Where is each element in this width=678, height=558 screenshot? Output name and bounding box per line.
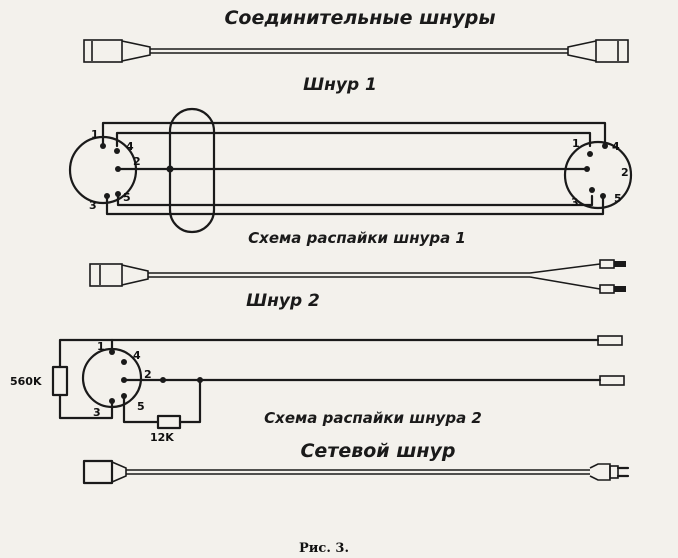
cord-2-pin-5: 5 <box>137 400 145 413</box>
left-pin-3: 3 <box>89 199 97 212</box>
cord-2-schematic: 560K 12K 1 4 2 3 5 <box>10 335 625 444</box>
cord-2-pin-3: 3 <box>93 406 101 419</box>
right-pin-3: 3 <box>571 196 579 209</box>
right-pin-4: 4 <box>612 140 620 153</box>
resistor-560k <box>51 365 69 397</box>
cord-1-schematic: 1 4 2 3 5 1 4 2 3 5 <box>68 107 633 234</box>
cord-2-pin-4: 4 <box>133 349 141 362</box>
right-pin-2: 2 <box>621 166 629 179</box>
cord-2-label: Шнур 2 <box>246 291 320 311</box>
figure-title: Соединительные шнуры <box>224 7 495 29</box>
resistor-12k-label: 12K <box>150 431 174 444</box>
cord-1-label: Шнур 1 <box>303 75 377 95</box>
cord-2-illustration <box>89 259 626 294</box>
left-pin-4: 4 <box>126 140 134 153</box>
din-connector-left <box>68 135 138 205</box>
cord-2-schematic-label: Схема распайки шнура 2 <box>264 409 482 427</box>
left-pin-1: 1 <box>91 128 99 141</box>
left-pin-2: 2 <box>133 155 141 168</box>
resistor-12k <box>156 414 182 430</box>
din-connector-right <box>563 140 633 210</box>
resistor-560k-label: 560K <box>10 375 42 388</box>
power-cord-illustration <box>82 459 630 485</box>
power-cord-label: Сетевой шнур <box>300 440 455 462</box>
cord-2-pin-1: 1 <box>97 340 105 353</box>
cord-1-illustration <box>83 39 629 63</box>
cord-1-schematic-label: Схема распайки шнура 1 <box>248 229 466 247</box>
right-pin-5: 5 <box>614 192 622 205</box>
figure-caption: Рис. 3. <box>299 541 349 556</box>
left-pin-5: 5 <box>123 191 131 204</box>
right-pin-1: 1 <box>572 137 580 150</box>
cord-2-pin-2: 2 <box>144 368 152 381</box>
